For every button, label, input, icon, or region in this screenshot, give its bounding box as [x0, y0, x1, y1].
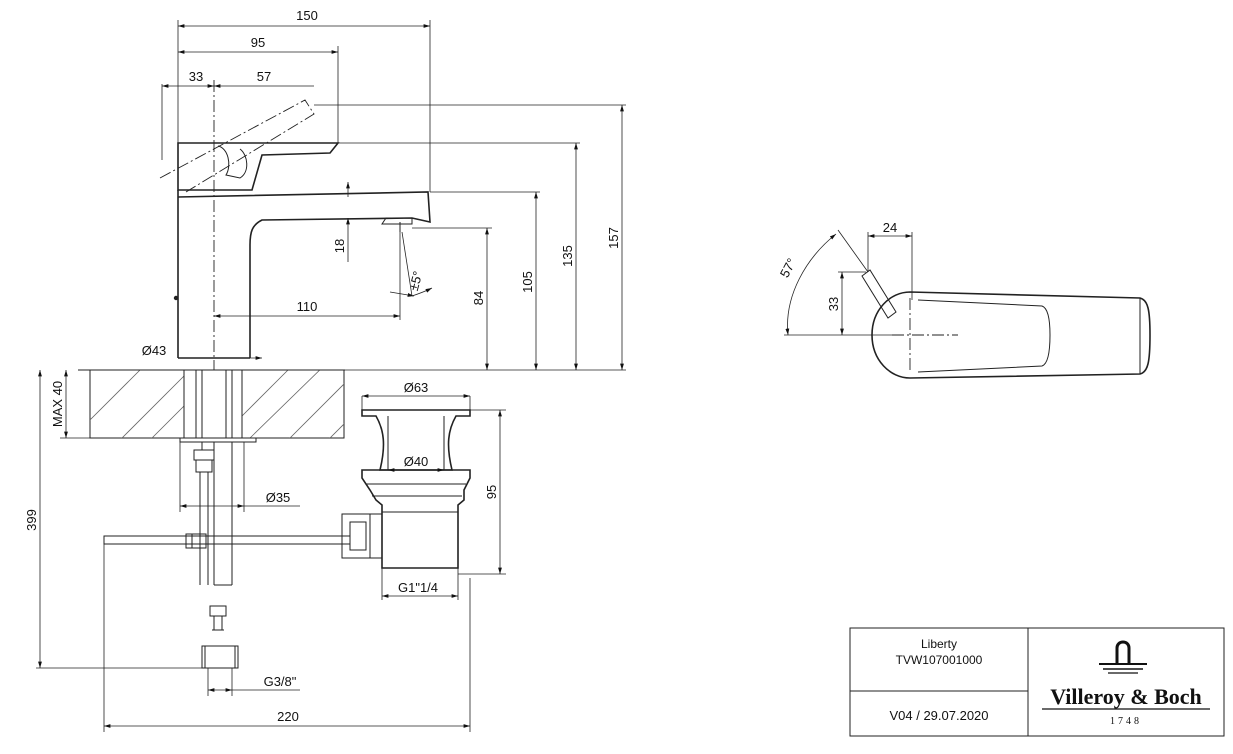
dim-105: 105 [520, 271, 535, 293]
dim-84: 84 [471, 291, 486, 305]
dim-95: 95 [251, 35, 265, 50]
below-counter-fittings [103, 437, 351, 669]
dim-g114: G1"1/4 [398, 580, 438, 595]
dim-18: 18 [332, 239, 347, 253]
dim-110: 110 [297, 299, 318, 314]
brand-logo-icon [1099, 640, 1147, 674]
faucet-side-view [159, 99, 431, 359]
dim-57: 57 [257, 69, 271, 84]
countertop-section [78, 369, 345, 439]
dim-g38: G3/8" [264, 674, 297, 689]
dim-max40: MAX 40 [50, 381, 65, 427]
dim-35: Ø35 [266, 490, 291, 505]
waste-drain [341, 409, 471, 569]
dim-220: 220 [277, 709, 299, 724]
dim-135: 135 [560, 245, 575, 267]
dim-57-angle: 57° [777, 256, 799, 280]
dim-63: Ø63 [404, 380, 429, 395]
dimension-lines [36, 20, 626, 732]
brand-year: 1748 [1110, 716, 1142, 727]
dimension-labels: 150 95 33 57 18 110 84 105 135 157 ±5° Ø… [24, 8, 621, 724]
dim-24: 24 [883, 220, 897, 235]
dim-33-top-view: 33 [826, 297, 841, 311]
title-block: Liberty TVW107001000 V04 / 29.07.2020 Vi… [849, 627, 1225, 737]
dim-40: Ø40 [404, 454, 429, 469]
dim-150: 150 [296, 8, 318, 23]
dim-399: 399 [24, 509, 39, 531]
version-date: V04 / 29.07.2020 [889, 708, 988, 723]
dim-43: Ø43 [142, 343, 167, 358]
dim-157: 157 [606, 227, 621, 249]
article-number: TVW107001000 [896, 653, 983, 667]
faucet-top-view [784, 229, 1151, 379]
product-name: Liberty [921, 637, 957, 651]
brand-name: Villeroy & Boch [1050, 684, 1202, 709]
dim-spout-angle: ±5° [406, 269, 426, 292]
dim-95-waste: 95 [484, 485, 499, 499]
dim-33: 33 [189, 69, 203, 84]
